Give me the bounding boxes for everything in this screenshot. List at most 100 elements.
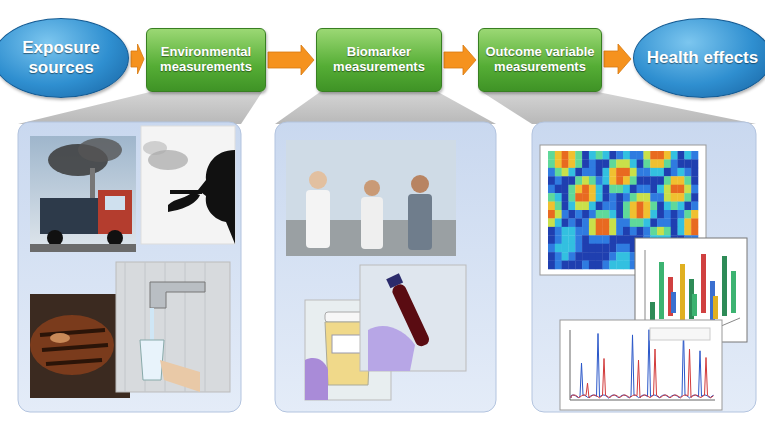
heatmap-cell xyxy=(650,202,657,211)
heatmap-cell xyxy=(684,193,691,202)
heatmap-cell xyxy=(643,168,650,177)
heatmap-cell xyxy=(575,151,582,160)
heatmap-cell xyxy=(555,151,562,160)
heatmap-cell xyxy=(575,227,582,236)
heatmap-cell xyxy=(568,168,575,177)
heatmap-cell xyxy=(562,168,569,177)
heatmap-cell xyxy=(575,261,582,270)
flow-arrow xyxy=(604,44,631,74)
heatmap-cell xyxy=(562,151,569,160)
heatmap-cell xyxy=(691,168,698,177)
heatmap-cell xyxy=(637,176,644,185)
faucet-photo xyxy=(116,262,230,392)
heatmap-cell xyxy=(568,176,575,185)
photo-frame xyxy=(30,294,130,398)
heatmap-cell xyxy=(603,185,610,194)
heatmap-cell xyxy=(684,151,691,160)
heatmap-cell xyxy=(671,202,678,211)
shirt xyxy=(408,194,432,250)
heatmap-cell xyxy=(603,151,610,160)
glove xyxy=(368,326,415,371)
chart-line xyxy=(571,349,714,398)
heatmap-cell xyxy=(623,159,630,168)
heatmap-cell xyxy=(555,202,562,211)
heatmap-cell xyxy=(582,235,589,244)
heatmap-cell xyxy=(657,151,664,160)
heatmap-cell xyxy=(678,176,685,185)
heatmap-cell xyxy=(657,227,664,236)
heatmap-cell xyxy=(596,261,603,270)
heatmap-cell xyxy=(596,235,603,244)
heatmap-cell xyxy=(555,227,562,236)
heatmap-cell xyxy=(650,168,657,177)
heatmap-cell xyxy=(562,176,569,185)
heatmap-cell xyxy=(616,218,623,227)
heatmap-cell xyxy=(555,218,562,227)
heatmap-cell xyxy=(616,193,623,202)
heatmap-cell xyxy=(568,193,575,202)
heatmap-cell xyxy=(575,168,582,177)
heatmap-cell xyxy=(603,244,610,253)
heatmap-cell xyxy=(664,176,671,185)
heatmap-cell xyxy=(568,235,575,244)
heatmap-cell xyxy=(548,261,555,270)
heatmap-cell xyxy=(589,193,596,202)
heatmap-cell xyxy=(616,244,623,253)
heatmap-cell xyxy=(603,235,610,244)
heatmap-cell xyxy=(582,227,589,236)
heatmap-cell xyxy=(575,202,582,211)
heatmap-cell xyxy=(555,244,562,253)
heatmap-cell xyxy=(684,185,691,194)
heatmap-cell xyxy=(575,218,582,227)
heatmap-cell xyxy=(664,168,671,177)
terminal-circle: Exposure sources xyxy=(0,18,129,98)
heatmap-cell xyxy=(589,159,596,168)
heatmap-cell xyxy=(589,218,596,227)
heatmap-cell xyxy=(603,193,610,202)
photo-panel xyxy=(532,122,756,412)
heatmap-cell xyxy=(555,210,562,219)
heatmap-cell xyxy=(657,168,664,177)
heatmap-cell xyxy=(657,185,664,194)
heatmap-cell xyxy=(575,159,582,168)
heatmap-cell xyxy=(637,218,644,227)
heatmap-cell xyxy=(650,151,657,160)
heatmap-cell xyxy=(582,185,589,194)
heatmap-cell xyxy=(589,252,596,261)
heatmap-cell xyxy=(562,210,569,219)
faucet xyxy=(150,282,205,308)
heatmap-cell xyxy=(637,210,644,219)
truck-body xyxy=(40,198,105,234)
heatmap-cell xyxy=(616,151,623,160)
smoker-silhouette xyxy=(198,150,235,244)
heatmap-cell xyxy=(643,227,650,236)
heatmap-cell xyxy=(589,261,596,270)
tiles xyxy=(125,262,205,392)
heatmap-cell xyxy=(548,176,555,185)
heatmap-cell xyxy=(609,168,616,177)
heatmap-cell xyxy=(623,252,630,261)
heatmap-cell xyxy=(671,176,678,185)
heatmap-cell xyxy=(562,193,569,202)
heatmap-cell xyxy=(582,261,589,270)
heatmap-cell xyxy=(630,202,637,211)
heatmap-cell xyxy=(562,252,569,261)
heatmap-cell xyxy=(575,252,582,261)
bar xyxy=(701,254,706,313)
heatmap-cell xyxy=(664,193,671,202)
heatmap-cell xyxy=(562,159,569,168)
heatmap-cell xyxy=(623,202,630,211)
heatmap-cell xyxy=(548,193,555,202)
node-label: Environmental measurements xyxy=(147,45,265,75)
heatmap-cell xyxy=(589,244,596,253)
heatmap-cell xyxy=(643,193,650,202)
heatmap-cell xyxy=(555,159,562,168)
heatmap-cell xyxy=(678,193,685,202)
chart-line xyxy=(571,329,714,398)
heatmap-cell xyxy=(575,193,582,202)
grill-marks xyxy=(40,330,108,364)
heatmap-cell xyxy=(691,218,698,227)
heatmap-cell xyxy=(548,218,555,227)
truck-window xyxy=(105,196,125,210)
heatmap-cell xyxy=(596,227,603,236)
